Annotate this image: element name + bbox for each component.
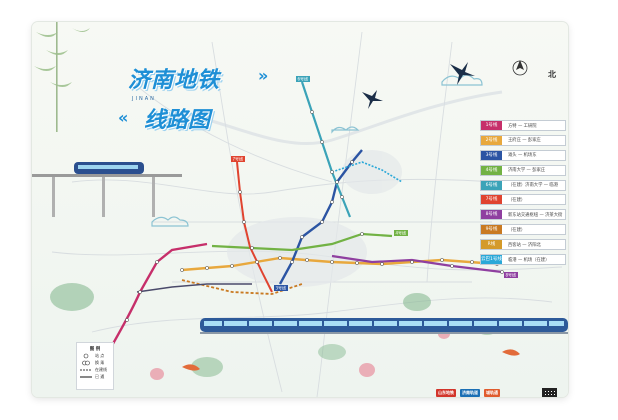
- legend-line-badge: 7号线: [481, 195, 502, 205]
- map-title-english: JINAN: [132, 96, 156, 102]
- line-4-route: [211, 232, 393, 252]
- bottom-train-illustration: [200, 318, 568, 334]
- map-legend-label: 站 点: [95, 352, 105, 358]
- footer-logo-transit: 城轨通: [484, 389, 500, 397]
- connector-route: [136, 283, 252, 293]
- legend-line-desc: 西客站 — 济阳北: [508, 242, 541, 248]
- north-label: 北: [548, 70, 556, 79]
- legend-line-desc: （在建）济南大学 — 临港: [508, 183, 558, 189]
- legend-row-2: 2号线王府庄 — 彭家庄: [480, 134, 566, 146]
- tag-line-8: 8号线: [506, 272, 517, 278]
- legend-line-desc: 王府庄 — 彭家庄: [508, 138, 541, 144]
- legend-line-badge: 3号线: [481, 150, 502, 160]
- legend-line-desc: 临港 — 机场（在建）: [508, 257, 550, 263]
- legend-line-badge: 1号线: [481, 121, 502, 130]
- legend-row-6: 7号线 （在建）: [480, 194, 566, 206]
- legend-line-badge: 云巴1号线: [481, 255, 502, 265]
- title-chevrons-left: «: [118, 108, 129, 127]
- legend-row-5: 6号线 （在建）济南大学 — 临港: [480, 179, 566, 191]
- legend-line-desc: （在建）: [508, 197, 526, 203]
- map-legend-label: 在建线: [95, 366, 107, 372]
- planned-line-symbol-icon: [80, 368, 92, 372]
- footer-logo-jinan: 济南轨道: [460, 389, 480, 397]
- legend-line-badge: 9号线: [481, 225, 502, 235]
- north-arrow-icon: [512, 60, 528, 76]
- qr-code[interactable]: [542, 388, 557, 397]
- station-dots: [92, 110, 504, 381]
- tag-line-4: 4号线: [396, 230, 407, 236]
- swallow-birds: [362, 62, 475, 109]
- bamboo-decoration: [34, 22, 90, 132]
- line-7-route: [236, 161, 273, 293]
- map-legend-row-open: 已 通: [77, 373, 113, 380]
- line-8-route: [331, 254, 503, 274]
- title-chevrons-right: »: [258, 66, 269, 85]
- open-line-symbol-icon: [80, 375, 92, 379]
- legend-line-badge: 2号线: [481, 135, 502, 145]
- legend-row-8: 9号线 （在建）: [480, 224, 566, 236]
- tag-line-7: 7号线: [233, 156, 244, 162]
- metro-map-poster: 1号线 2号线 3号线 4号线 6号线 7号线 8号线: [32, 22, 568, 397]
- cloud-rail-route: [331, 161, 403, 183]
- legend-line-desc: 滩头 — 机场东: [508, 153, 537, 159]
- map-legend-box: 图 例 站 点 换 乘 在建线 已 通: [76, 342, 114, 390]
- legend-row-1: 1号线方特 — 工研院: [480, 120, 566, 131]
- legend-row-9: R线西客站 — 济阳北: [480, 239, 566, 251]
- line-6-route: [300, 81, 352, 218]
- transfer-symbol-icon: [80, 360, 92, 365]
- map-legend-row-transfer: 换 乘: [77, 359, 113, 366]
- tag-line-3: 3号线: [276, 285, 287, 291]
- footer-logos: 山东地铁 济南轨道 城轨通: [436, 389, 500, 397]
- map-legend-label: 换 乘: [95, 359, 105, 365]
- legend-line-badge: 8号线: [481, 210, 502, 220]
- station-symbol-icon: [80, 353, 92, 358]
- map-legend-label: 已 通: [95, 373, 105, 379]
- legend-line-badge: R线: [481, 240, 502, 250]
- legend-row-3: 3号线滩头 — 机场东: [480, 149, 566, 161]
- footer-logo-shandong: 山东地铁: [436, 389, 456, 397]
- legend-row-4: 4号线济南大学 — 彭家庄: [480, 164, 566, 176]
- map-legend-title: 图 例: [89, 347, 101, 352]
- map-legend-row-station: 站 点: [77, 352, 113, 359]
- line-legend-panel: 1号线方特 — 工研院 2号线王府庄 — 彭家庄 3号线滩头 — 机场东 4号线济南大…: [480, 120, 566, 269]
- legend-line-badge: 6号线: [481, 180, 502, 190]
- legend-line-desc: （在建）: [508, 227, 526, 233]
- legend-row-10: 云巴1号线临港 — 机场（在建）: [480, 254, 566, 266]
- tag-line-6: 6号线: [298, 76, 309, 82]
- legend-line-badge: 4号线: [481, 165, 502, 175]
- legend-line-desc: 济南大学 — 彭家庄: [508, 168, 546, 174]
- viaduct-train-illustration: [32, 162, 182, 217]
- legend-row-7: 8号线新东站交通枢纽 — 济莱大街: [480, 209, 566, 221]
- map-title-sub: 线路图: [144, 107, 211, 133]
- map-title-main: 济南地铁: [128, 67, 221, 93]
- map-legend-row-planned: 在建线: [77, 366, 113, 373]
- legend-line-desc: 新东站交通枢纽 — 济莱大街: [508, 212, 563, 218]
- legend-line-desc: 方特 — 工研院: [508, 123, 537, 129]
